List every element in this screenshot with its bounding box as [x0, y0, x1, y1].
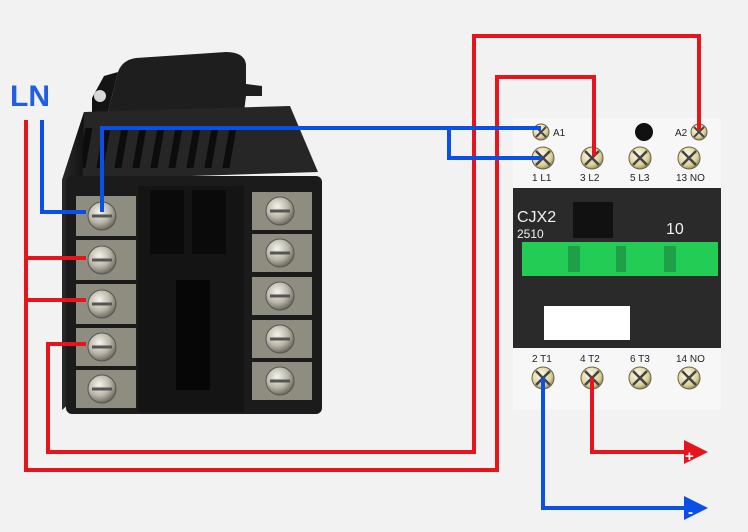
wire-neutral-l1	[447, 128, 541, 160]
window-divider-1	[568, 246, 580, 272]
window-divider-2	[616, 246, 626, 272]
controller-clip-side	[92, 72, 118, 112]
contactor-label-plate	[544, 306, 630, 340]
arrow-positive-icon	[684, 440, 708, 464]
partition-slot-left	[150, 190, 184, 254]
vent-slots	[78, 128, 237, 168]
screw-14no	[677, 366, 701, 390]
arrow-negative-icon	[684, 496, 708, 520]
terminal-label-3l2: 3 L2	[580, 173, 600, 184]
window-divider-3	[664, 246, 676, 272]
wire-output-positive	[590, 378, 684, 454]
controller-terminal-1	[76, 196, 136, 236]
clip-hole	[94, 90, 106, 102]
output-positive-sign: +	[685, 448, 694, 465]
contactor-top-hole	[635, 123, 653, 141]
screw-5l3	[628, 146, 652, 170]
output-negative-sign: -	[688, 504, 693, 521]
controller-terminal-10	[252, 362, 312, 400]
terminal-label-5l3: 5 L3	[630, 173, 650, 184]
wire-live-supply	[24, 75, 596, 472]
terminal-label-6t3: 6 T3	[630, 354, 650, 365]
terminal-label-2t1: 2 T1	[532, 354, 552, 365]
controller-top	[62, 106, 318, 180]
wire-output-negative	[541, 378, 684, 510]
terminal-label-a2: A2	[675, 128, 688, 139]
terminal-label-4t2: 4 T2	[580, 354, 600, 365]
controller-terminal-7	[252, 234, 312, 272]
controller-terminal-4	[76, 328, 136, 366]
screw-13no	[677, 146, 701, 170]
wire-coil-a2	[46, 34, 701, 454]
supply-label: LN	[10, 80, 50, 113]
controller-terminals-right	[252, 192, 312, 400]
terminal-label-13no: 13 NO	[676, 173, 705, 184]
terminal-label-1l1: 1 L1	[532, 173, 552, 184]
wire-neutral-bus	[100, 126, 541, 212]
contactor-model: CJX2	[517, 209, 556, 226]
partition-slot-right	[192, 190, 226, 254]
contactor-rating: 10	[666, 221, 684, 238]
contactor-model-code: 2510	[517, 227, 544, 241]
contactor-aux-slot	[573, 202, 613, 238]
wire-neutral-supply	[40, 120, 86, 214]
controller-terminal-3	[76, 284, 136, 324]
controller-terminal-5	[76, 370, 136, 408]
terminal-label-14no: 14 NO	[676, 354, 705, 365]
screw-6t3	[628, 366, 652, 390]
controller-clip	[108, 52, 262, 112]
controller-terminal-9	[252, 320, 312, 358]
controller-terminal-8	[252, 277, 312, 315]
terminal-label-a1: A1	[553, 128, 566, 139]
screw-1l1	[531, 146, 555, 170]
controller-terminal-6	[252, 192, 312, 230]
partition-slot-center	[176, 280, 210, 390]
